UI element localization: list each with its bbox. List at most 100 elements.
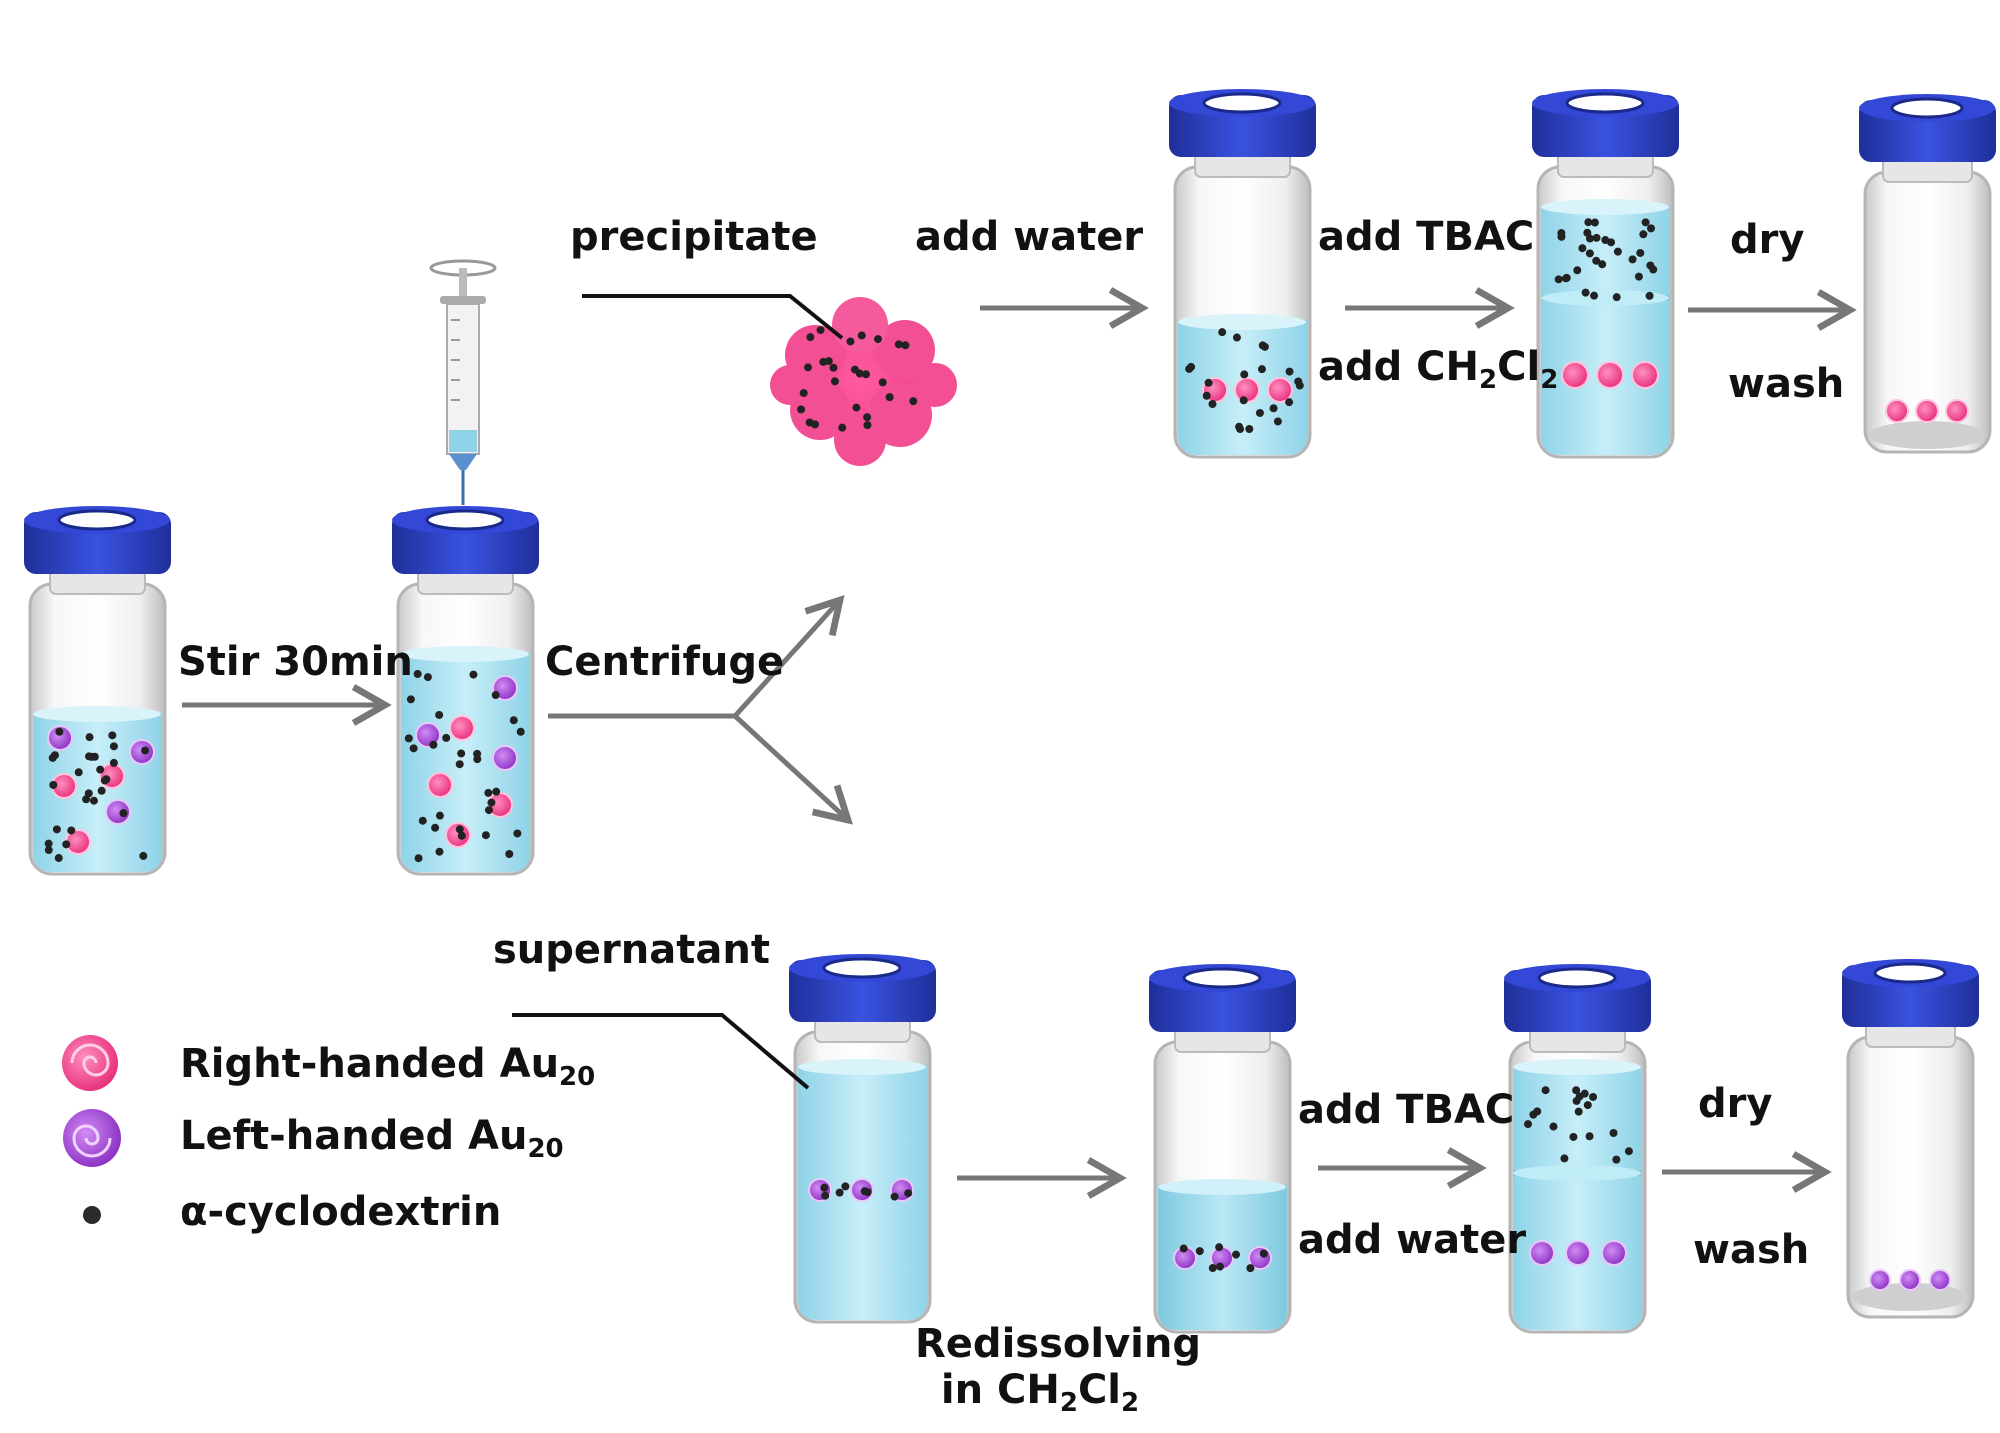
cyclodextrin-dot xyxy=(96,765,105,774)
redissolving-label-line1: Redissolving xyxy=(915,1321,1201,1367)
left-handed-au20 xyxy=(1601,1240,1627,1266)
cyclodextrin-dot xyxy=(457,749,466,758)
cyclodextrin-dot xyxy=(1562,273,1571,282)
cyclodextrin-dot xyxy=(1613,247,1622,256)
cyclodextrin-dot xyxy=(435,847,444,856)
cyclodextrin-dot xyxy=(1584,218,1593,227)
cyclodextrin-dot xyxy=(860,1187,869,1196)
right-handed-au20 xyxy=(1267,377,1293,403)
cyclodextrin-dot xyxy=(1239,396,1248,405)
right-handed-au20 xyxy=(1561,361,1589,389)
left-handed-au20 xyxy=(1529,1240,1555,1266)
cyclodextrin-dot xyxy=(89,796,98,805)
cyclodextrin-dot xyxy=(1557,232,1566,241)
cyclodextrin-dot xyxy=(50,751,59,760)
cyclodextrin-dot xyxy=(1285,367,1294,376)
cyclodextrin-dot xyxy=(804,363,813,372)
left-handed-au20 xyxy=(1899,1269,1921,1291)
cyclodextrin-dot xyxy=(435,710,444,719)
cyclodextrin-dot xyxy=(850,365,859,374)
centrifuge-label: Centrifuge xyxy=(545,639,785,685)
cyclodextrin-dot xyxy=(109,742,118,751)
legend-right-handed-label: Right-handed Au20 xyxy=(180,1041,596,1092)
cyclodextrin-dot xyxy=(1208,1264,1217,1273)
cyclodextrin-dot xyxy=(894,340,903,349)
cyclodextrin-dot xyxy=(1260,342,1269,351)
cyclodextrin-dot xyxy=(1572,1086,1581,1095)
cyclodextrin-dot xyxy=(1607,238,1616,247)
cyclodextrin-dot xyxy=(1569,1132,1578,1141)
cyclodextrin-dot xyxy=(481,831,490,840)
cyclodextrin-dot xyxy=(846,337,855,346)
supernatant-leader-line xyxy=(512,1013,810,1090)
precipitate-blob xyxy=(770,297,957,466)
cyclodextrin-dot xyxy=(1612,1155,1621,1164)
cyclodextrin-dot xyxy=(119,809,128,818)
cyclodextrin-dot xyxy=(505,849,514,858)
cyclodextrin-dot xyxy=(799,389,808,398)
cyclodextrin-dot xyxy=(863,413,872,422)
cyclodextrin-dot xyxy=(1541,1086,1550,1095)
cyclodextrin-dot xyxy=(516,727,525,736)
cyclodextrin-dot xyxy=(1236,425,1245,434)
cyclodextrin-dot xyxy=(1585,249,1594,258)
cyclodextrin-dot xyxy=(820,1183,829,1192)
cyclodextrin-dot xyxy=(1215,1262,1224,1271)
cyclodextrin-dot xyxy=(62,840,71,849)
cyclodextrin-dot xyxy=(82,795,91,804)
cyclodextrin-dot xyxy=(44,839,53,848)
cyclodextrin-dot xyxy=(491,691,500,700)
cyclodextrin-dot xyxy=(1645,291,1654,300)
cyclodextrin-dot xyxy=(1628,255,1637,264)
cyclodextrin-dot xyxy=(1583,1101,1592,1110)
cyclodextrin-dot xyxy=(492,787,501,796)
cyclodextrin-dot xyxy=(109,758,118,767)
cyclodextrin-dot xyxy=(108,731,117,740)
cyclodextrin-dot xyxy=(455,825,464,834)
cyclodextrin-dot xyxy=(1634,272,1643,281)
cyclodextrin-dot xyxy=(1641,218,1650,227)
cyclodextrin-dot xyxy=(418,816,427,825)
cyclodextrin-dot xyxy=(1583,228,1592,237)
cyclodextrin-dot xyxy=(1573,266,1582,275)
cyclodextrin-dot xyxy=(829,363,838,372)
cyclodextrin-dot xyxy=(1208,399,1217,408)
cyclodextrin-dot xyxy=(901,341,910,350)
cyclodextrin-dot xyxy=(890,1192,899,1201)
cyclodextrin-dot xyxy=(442,733,451,742)
cyclodextrin-dot xyxy=(819,357,828,366)
cyclodextrin-dot xyxy=(1218,328,1227,337)
cyclodextrin-dot xyxy=(838,423,847,432)
cyclodextrin-dot xyxy=(431,823,440,832)
right-handed-au20 xyxy=(1945,399,1969,423)
cyclodextrin-dot xyxy=(1575,1092,1584,1101)
add-ch2cl2-top-label: add CH2Cl2 xyxy=(1318,344,1559,395)
cyclodextrin-dot xyxy=(52,825,61,834)
cyclodextrin-dot xyxy=(429,740,438,749)
cyclodextrin-dot xyxy=(55,727,64,736)
cyclodextrin-dot xyxy=(484,788,493,797)
cyclodextrin-dot xyxy=(435,811,444,820)
add-tbac-bottom-label: add TBAC xyxy=(1298,1087,1515,1133)
cyclodextrin-dot xyxy=(409,744,418,753)
left-handed-au20 xyxy=(1565,1240,1591,1266)
cyclodextrin-dot xyxy=(1590,291,1599,300)
right-handed-au20 xyxy=(427,772,453,798)
right-handed-au20 xyxy=(1596,361,1624,389)
cyclodextrin-dot xyxy=(1647,224,1656,233)
cyclodextrin-dot xyxy=(1202,391,1211,400)
cyclodextrin-dot xyxy=(44,846,53,855)
cyclodextrin-dot xyxy=(885,393,894,402)
cyclodextrin-dot xyxy=(1624,1147,1633,1156)
cyclodextrin-dot xyxy=(455,760,464,769)
arrow-centrifuge-up xyxy=(733,594,845,718)
cyclodextrin-dot xyxy=(423,673,432,682)
cyclodextrin-dot xyxy=(54,854,63,863)
precipitate-label: precipitate xyxy=(570,214,818,260)
cyclodextrin-dot xyxy=(67,826,76,835)
cyclodextrin-dot xyxy=(1590,218,1599,227)
right-handed-au20 xyxy=(1885,399,1909,423)
cyclodextrin-dot xyxy=(1269,404,1278,413)
